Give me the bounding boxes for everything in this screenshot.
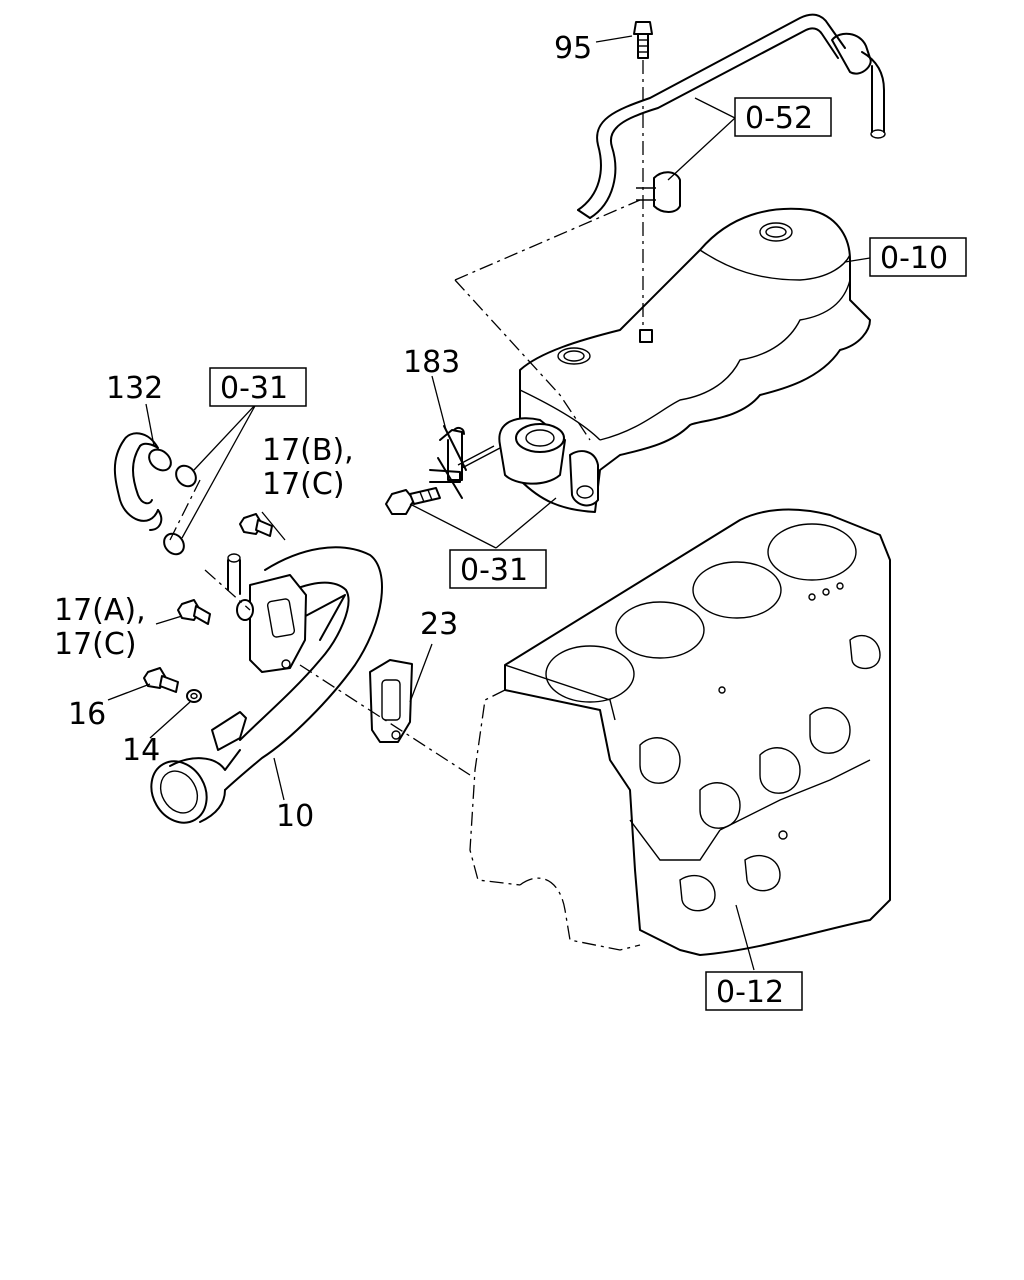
bolt-17-middle [177,599,211,625]
label-17a: 17(A), [54,593,146,628]
breather-hose [577,13,886,219]
leader-lines [107,35,871,971]
label-14: 14 [122,733,160,768]
ref-label-0-31-bottom: 0-31 [460,553,528,588]
ref-label-0-31-left: 0-31 [220,371,288,406]
ref-box-0-12[interactable]: 0-12 [705,971,803,1011]
label-23: 23 [420,607,458,642]
ref-box-0-52[interactable]: 0-52 [734,97,832,137]
label-17b: 17(B), [262,433,354,468]
label-16: 16 [68,697,106,732]
washer-14 [186,689,202,703]
assembly-lines [169,199,641,776]
ref-box-0-10[interactable]: 0-10 [869,237,967,277]
bolt-95 [633,21,653,330]
bolt-bracket [385,487,441,515]
label-10: 10 [276,799,314,834]
hose-132 [113,432,172,531]
label-183: 183 [403,345,460,380]
ref-box-0-31-bottom[interactable]: 0-31 [449,549,547,589]
ref-label-0-10: 0-10 [880,241,948,276]
oil-filler-cap [498,417,599,507]
label-95: 95 [554,31,592,66]
cylinder-head-cover [519,207,871,513]
water-pipe-10 [150,546,383,824]
hose-clamps [163,464,197,556]
label-132: 132 [106,371,163,406]
ref-box-0-31-left[interactable]: 0-31 [209,367,307,407]
cylinder-block [469,508,891,956]
gasket-23 [369,659,413,743]
label-17c-bottom: 17(C) [54,627,137,662]
label-17c-top: 17(C) [262,467,345,502]
bolt-16 [143,667,179,693]
ref-label-0-52: 0-52 [745,101,813,136]
bolt-17-top [239,513,273,537]
ref-label-0-12: 0-12 [716,975,784,1010]
